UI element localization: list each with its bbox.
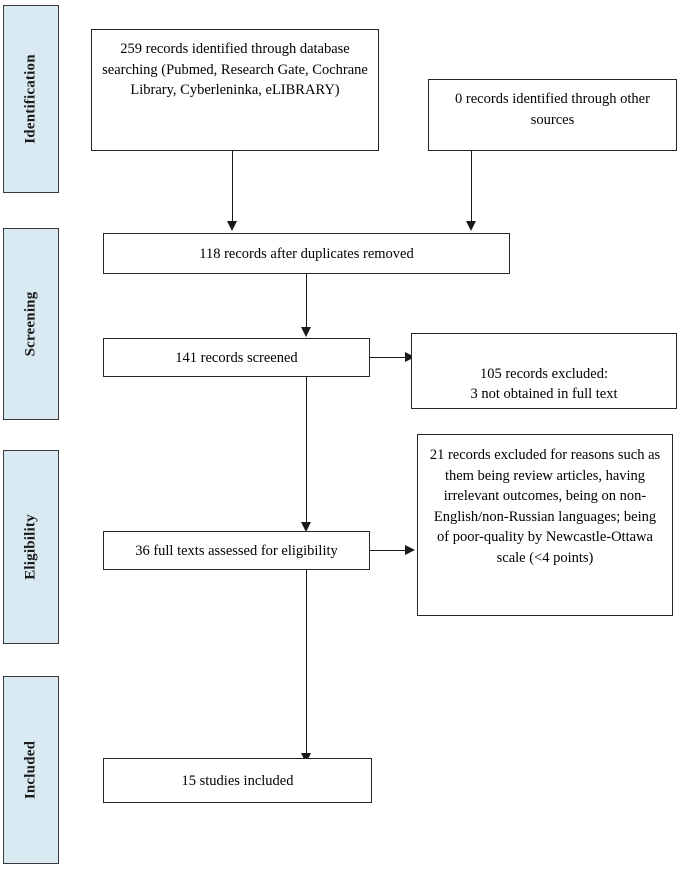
stage-included-label: Included bbox=[22, 740, 39, 800]
arrow-full-texts-to-excluded bbox=[405, 545, 415, 555]
box-database-search-text: 259 records identified through database … bbox=[102, 41, 368, 99]
box-records-excluded: 105 records excluded: 3 not obtained in … bbox=[411, 333, 677, 409]
box-full-texts-excluded: 21 records excluded for reasons such as … bbox=[417, 434, 673, 616]
connector-other-to-duplicates bbox=[471, 151, 472, 222]
box-records-excluded-text: 105 records excluded: 3 not obtained in … bbox=[470, 365, 618, 403]
arrow-screened-to-full-texts bbox=[301, 522, 311, 532]
stage-included: Included bbox=[3, 676, 59, 864]
arrow-duplicates-to-screened bbox=[301, 327, 311, 337]
stage-screening-label: Screening bbox=[22, 291, 39, 357]
stage-screening: Screening bbox=[3, 228, 59, 420]
box-duplicates-removed: 118 records after duplicates removed bbox=[103, 233, 510, 274]
stage-identification: Identification bbox=[3, 5, 59, 193]
connector-full-texts-to-included bbox=[306, 570, 307, 754]
box-full-texts-assessed-text: 36 full texts assessed for eligibility bbox=[135, 542, 338, 559]
arrow-screened-to-excluded bbox=[405, 352, 415, 362]
box-full-texts-assessed: 36 full texts assessed for eligibility bbox=[103, 531, 370, 570]
box-other-sources: 0 records identified through other sourc… bbox=[428, 79, 677, 151]
stage-eligibility-label: Eligibility bbox=[22, 514, 39, 580]
connector-duplicates-to-screened bbox=[306, 274, 307, 328]
arrow-database-to-duplicates bbox=[227, 221, 237, 231]
connector-full-texts-to-excluded bbox=[370, 550, 408, 551]
box-records-screened: 141 records screened bbox=[103, 338, 370, 377]
box-other-sources-text: 0 records identified through other sourc… bbox=[455, 91, 650, 128]
box-full-texts-excluded-text: 21 records excluded for reasons such as … bbox=[429, 447, 661, 566]
box-studies-included-text: 15 studies included bbox=[181, 772, 294, 789]
connector-screened-to-excluded bbox=[370, 357, 408, 358]
stage-identification-label: Identification bbox=[22, 54, 39, 144]
stage-eligibility: Eligibility bbox=[3, 450, 59, 644]
box-records-screened-text: 141 records screened bbox=[175, 349, 298, 366]
box-studies-included: 15 studies included bbox=[103, 758, 372, 803]
connector-database-to-duplicates bbox=[232, 151, 233, 222]
box-duplicates-removed-text: 118 records after duplicates removed bbox=[199, 245, 414, 262]
arrow-other-to-duplicates bbox=[466, 221, 476, 231]
connector-screened-to-full-texts bbox=[306, 377, 307, 523]
box-database-search: 259 records identified through database … bbox=[91, 29, 379, 151]
